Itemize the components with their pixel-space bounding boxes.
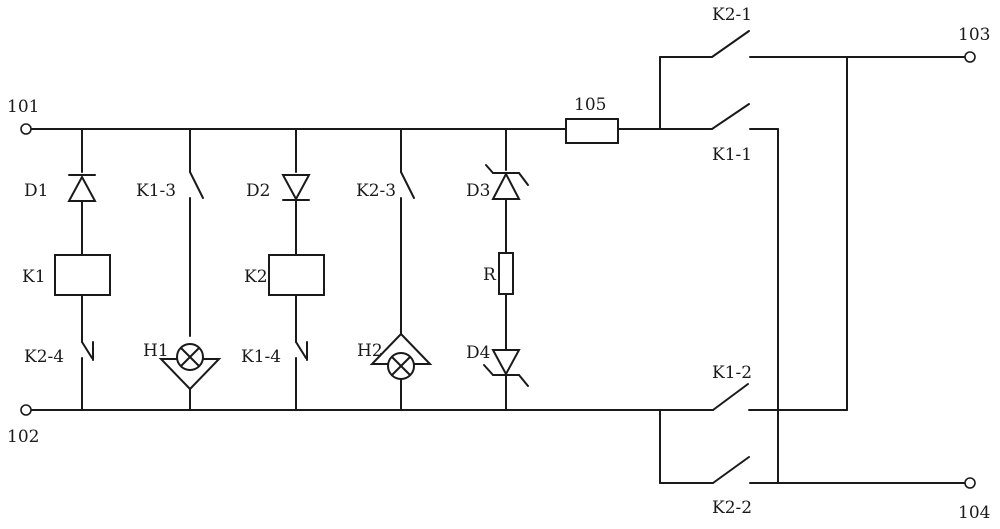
branch-d2-k2 [268, 128, 325, 411]
diode-d2 [281, 174, 311, 202]
label-k1-4: K1-4 [241, 347, 281, 367]
zener-d3 [485, 164, 529, 200]
label-k2-4: K2-4 [24, 347, 64, 367]
branch-k1-3-h1 [158, 128, 222, 411]
contact-k1-2 [712, 383, 749, 411]
terminal-102 [20, 404, 32, 416]
diode-d1 [67, 174, 97, 202]
branch-d1-k1 [54, 128, 111, 411]
label-105: 105 [574, 95, 606, 115]
label-k1-2: K1-2 [712, 363, 752, 383]
label-d3: D3 [466, 181, 490, 201]
relay-coil-k2 [268, 254, 325, 296]
terminal-103 [964, 51, 976, 63]
label-h2: H2 [357, 341, 383, 361]
label-terminal-104: 104 [958, 503, 990, 523]
label-r: R [483, 265, 497, 285]
branch-k2-3-h2 [369, 128, 433, 411]
contact-k1-3 [189, 171, 204, 199]
label-d1: D1 [24, 181, 48, 201]
contact-k2-1 [711, 30, 750, 58]
contact-k1-1 [711, 103, 750, 130]
label-k2-2: K2-2 [712, 498, 752, 518]
contact-k2-4 [81, 341, 93, 359]
label-h1: H1 [143, 341, 169, 361]
branch-d3-r-d4 [483, 128, 529, 411]
label-d2: D2 [246, 181, 270, 201]
label-k2-1: K2-1 [712, 5, 752, 25]
lamp-h2 [369, 332, 433, 380]
contact-k2-2 [712, 456, 750, 484]
terminal-104 [964, 477, 976, 489]
label-k2: K2 [244, 267, 268, 287]
label-d4: D4 [466, 343, 490, 363]
contact-k2-3 [400, 171, 415, 199]
lamp-h1 [158, 343, 222, 391]
terminal-101 [20, 123, 32, 135]
label-terminal-101: 101 [7, 97, 39, 117]
label-k1: K1 [22, 267, 46, 287]
relay-coil-k1 [54, 254, 111, 296]
label-k1-3: K1-3 [136, 181, 176, 201]
fuse-105 [565, 118, 619, 144]
resistor-r [498, 252, 514, 295]
contact-k1-4 [295, 341, 307, 359]
label-k1-1: K1-1 [712, 145, 752, 165]
output-contacts [659, 30, 968, 484]
label-terminal-102: 102 [7, 427, 39, 447]
label-terminal-103: 103 [958, 25, 990, 45]
label-k2-3: K2-3 [356, 181, 396, 201]
